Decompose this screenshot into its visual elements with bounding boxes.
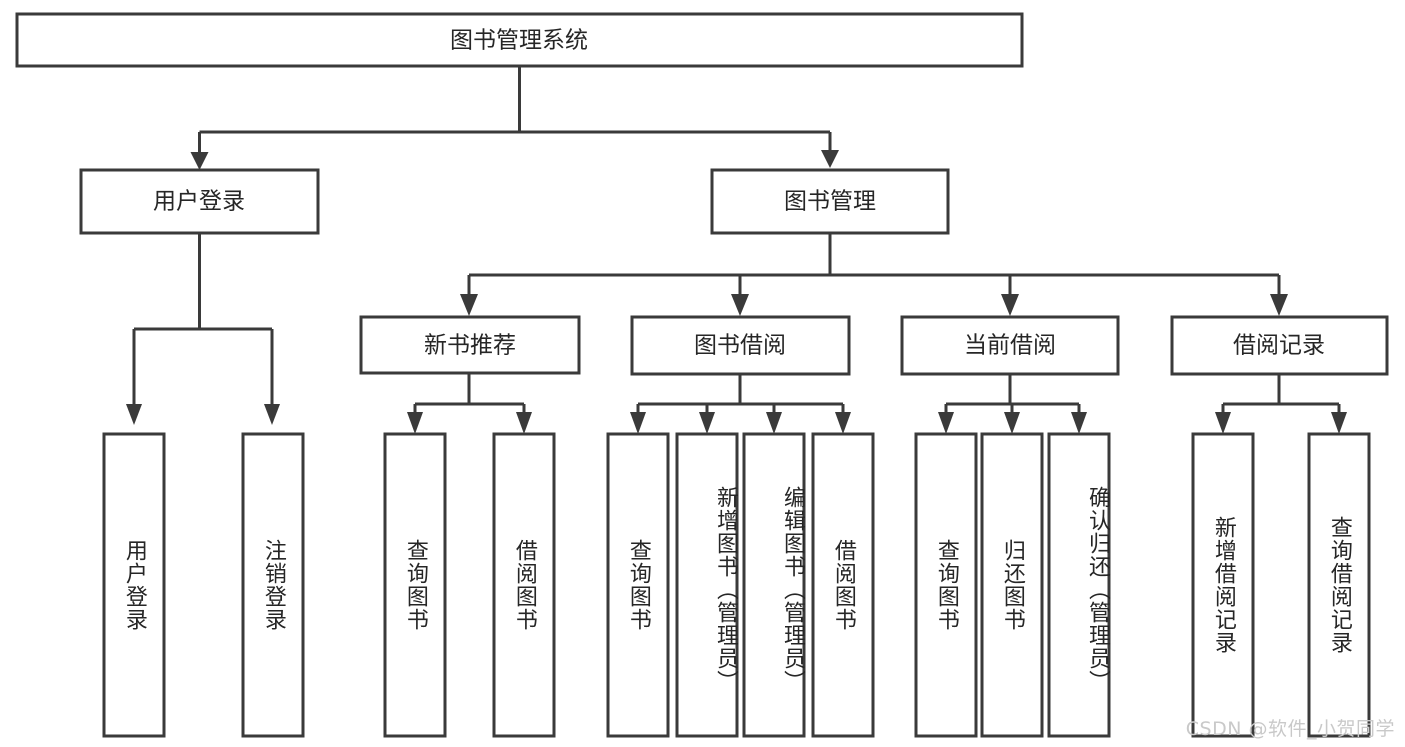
node-new-book-recommend-label: 新书推荐 bbox=[424, 333, 516, 359]
node-current-borrow-rect[interactable] bbox=[900, 315, 1120, 376]
node-leaf-nb-borrow-book-rect[interactable] bbox=[492, 432, 556, 738]
node-current-borrow-label: 当前借阅 bbox=[964, 333, 1056, 359]
node-user-login-label: 用户登录 bbox=[153, 189, 245, 215]
arrowhead-new-book bbox=[460, 294, 478, 316]
node-leaf-cb-query-book-rect[interactable] bbox=[914, 432, 978, 738]
arrowhead-nb-leaf-2 bbox=[516, 412, 532, 434]
node-root-rect[interactable] bbox=[15, 12, 1024, 68]
arrowhead-book-mgmt bbox=[821, 150, 839, 168]
arrowhead-book-borrow bbox=[731, 294, 749, 316]
edge-group-user-login bbox=[126, 233, 280, 425]
edge-group-book-borrow bbox=[630, 374, 851, 434]
node-leaf-nb-query-book-rect[interactable] bbox=[383, 432, 447, 738]
node-book-borrow-label: 图书借阅 bbox=[694, 333, 786, 359]
arrowhead-bb-leaf-1 bbox=[630, 412, 646, 434]
arrowhead-cb-leaf-1 bbox=[938, 412, 954, 434]
edge-group-new-book bbox=[407, 373, 532, 434]
arrowhead-cb-leaf-2 bbox=[1004, 412, 1020, 434]
arrowhead-bb-leaf-3 bbox=[766, 412, 782, 434]
node-leaf-cb-return-book-rect[interactable] bbox=[980, 432, 1044, 738]
node-leaf-br-add-record-rect[interactable] bbox=[1191, 432, 1255, 738]
edge-group-borrow-record bbox=[1215, 374, 1347, 434]
node-borrow-record-label: 借阅记录 bbox=[1233, 333, 1325, 359]
node-root[interactable]: 图书管理系统 bbox=[15, 12, 1024, 68]
edge-group-book-mgmt bbox=[460, 233, 1288, 316]
arrowhead-br-leaf-1 bbox=[1215, 412, 1231, 434]
node-leaf-bb-edit-book-rect[interactable] bbox=[742, 432, 806, 738]
node-leaf-bb-borrow-book-rect[interactable] bbox=[811, 432, 875, 738]
node-leaf-bb-query-book-rect[interactable] bbox=[606, 432, 670, 738]
node-borrow-record-rect[interactable] bbox=[1170, 315, 1389, 376]
node-book-borrow[interactable]: 图书借阅 bbox=[630, 315, 851, 376]
arrowhead-user-login bbox=[190, 152, 209, 170]
arrowhead-cb-leaf-3 bbox=[1071, 412, 1087, 434]
arrowhead-nb-leaf-1 bbox=[407, 412, 423, 434]
node-leaf-bb-add-book-rect[interactable] bbox=[675, 432, 739, 738]
arrowhead-bb-leaf-2 bbox=[699, 412, 715, 434]
arrowhead-bb-leaf-4 bbox=[835, 412, 851, 434]
node-book-management-rect[interactable] bbox=[710, 168, 950, 235]
edge-group-root bbox=[190, 66, 839, 170]
edge-group-current-borrow bbox=[938, 374, 1087, 434]
arrowhead-br-leaf-2 bbox=[1331, 412, 1347, 434]
node-current-borrow[interactable]: 当前借阅 bbox=[900, 315, 1120, 376]
node-leaf-user-login-rect[interactable] bbox=[102, 432, 166, 738]
node-book-management[interactable]: 图书管理 bbox=[710, 168, 950, 235]
watermark-text: CSDN @软件_小贺同学 bbox=[1185, 718, 1395, 740]
node-book-management-label: 图书管理 bbox=[784, 189, 876, 215]
node-borrow-record[interactable]: 借阅记录 bbox=[1170, 315, 1389, 376]
node-book-borrow-rect[interactable] bbox=[630, 315, 851, 376]
node-leaf-br-query-record-rect[interactable] bbox=[1307, 432, 1371, 738]
node-leaf-cb-confirm-return-rect[interactable] bbox=[1047, 432, 1111, 738]
node-user-login-rect[interactable] bbox=[79, 168, 320, 235]
arrowhead-borrow-record bbox=[1270, 294, 1288, 316]
node-user-login[interactable]: 用户登录 bbox=[79, 168, 320, 235]
arrowhead-current-borrow bbox=[1001, 294, 1019, 316]
node-root-label: 图书管理系统 bbox=[450, 28, 588, 54]
node-new-book-recommend-rect[interactable] bbox=[359, 315, 581, 375]
node-leaf-logout-rect[interactable] bbox=[241, 432, 305, 738]
arrowhead-leaf-logout bbox=[264, 404, 280, 425]
node-new-book-recommend[interactable]: 新书推荐 bbox=[359, 315, 581, 375]
arrowhead-leaf-user-login bbox=[126, 404, 142, 425]
